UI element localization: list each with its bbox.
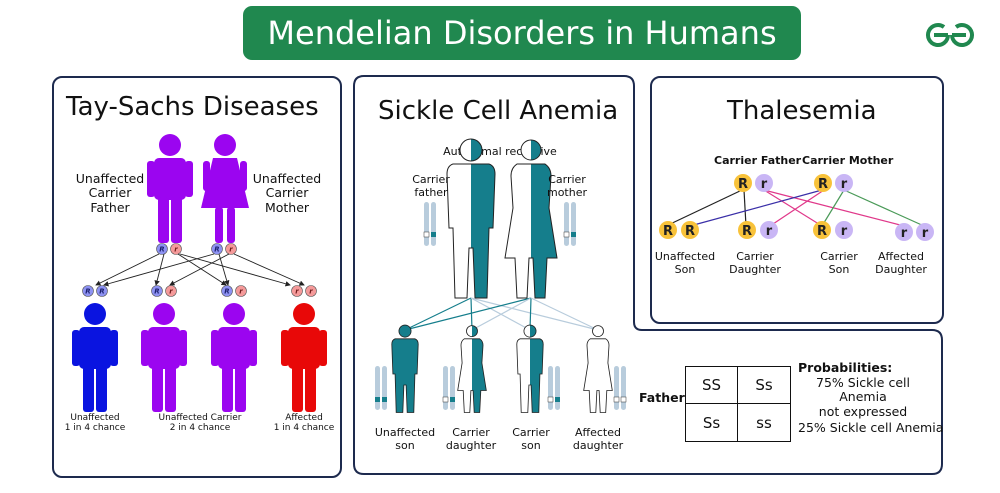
- svg-text:R: R: [738, 177, 748, 192]
- sickle-title: Sickle Cell Anemia: [378, 96, 619, 126]
- punnett-cell: ss: [756, 413, 772, 432]
- tay-sachs-title: Tay-Sachs Diseases: [66, 92, 319, 122]
- father-chromosome: [423, 202, 436, 246]
- svg-text:R: R: [214, 246, 219, 254]
- inheritance-lines: [95, 253, 305, 287]
- svg-text:R: R: [818, 177, 828, 192]
- child-chromosome: [613, 366, 627, 410]
- svg-text:r: r: [239, 288, 243, 296]
- mother-chromosome: [563, 202, 576, 246]
- svg-text:R: R: [224, 288, 229, 296]
- sickle-child-label: Affected daughter: [572, 426, 624, 452]
- child-chromosome: [547, 366, 560, 410]
- svg-text:r: r: [922, 226, 929, 241]
- sickle-child-label: Unaffected son: [374, 426, 436, 452]
- child-label-unaffected: Unaffected 1 in 4 chance: [64, 413, 126, 434]
- svg-text:r: r: [309, 288, 313, 296]
- punnett-cell: Ss: [686, 404, 738, 441]
- punnett-cell: SS: [686, 367, 738, 404]
- thalesemia-father-label: Carrier Father: [714, 154, 802, 167]
- sickle-inheritance-lines: [404, 297, 599, 331]
- sickle-child-label: Carrier daughter: [445, 426, 497, 452]
- probability-2: 25% Sickle cell Anemia: [798, 420, 944, 435]
- svg-text:R: R: [663, 224, 673, 239]
- svg-text:r: r: [761, 177, 768, 192]
- sickle-father-label: Carrier father: [412, 173, 450, 199]
- punnett-cell: Ss: [738, 367, 790, 404]
- child-alleles: R R R r R r r r: [82, 285, 317, 297]
- mother-alleles: R r: [211, 243, 237, 255]
- svg-text:r: r: [229, 246, 233, 254]
- thalesemia-title: Thalesemia: [727, 96, 877, 126]
- father-label: Unaffected Carrier Father: [75, 171, 145, 215]
- svg-text:r: r: [841, 224, 848, 239]
- sickle-mother-label: Carrier mother: [546, 173, 588, 199]
- thalesemia-child-label: Carrier Daughter: [729, 250, 781, 276]
- thalesemia-child-label: Affected Daughter: [875, 250, 927, 276]
- svg-text:R: R: [742, 224, 752, 239]
- svg-text:r: r: [901, 226, 908, 241]
- child-label-carrier: Unaffected Carrier 2 in 4 chance: [158, 413, 242, 434]
- sickle-child-label: Carrier son: [512, 426, 550, 452]
- thalesemia-child-label: Unaffected Son: [654, 250, 716, 276]
- father-alleles: R r: [156, 243, 182, 255]
- probability-1: 75% Sickle cell Anemia not expressed: [816, 375, 910, 419]
- thalesemia-alleles: R r R r R R R r R r r r: [659, 174, 934, 241]
- punnett-square: SS Ss Ss ss: [685, 366, 791, 442]
- thalesemia-mother-label: Carrier Mother: [802, 154, 894, 167]
- svg-text:r: r: [295, 288, 299, 296]
- svg-text:R: R: [85, 288, 90, 296]
- svg-text:r: r: [174, 246, 178, 254]
- svg-text:R: R: [154, 288, 159, 296]
- probabilities-title: Probabilities:: [798, 360, 893, 375]
- child-chromosome: [375, 366, 387, 410]
- thalesemia-lines: [665, 189, 925, 227]
- svg-text:R: R: [817, 224, 827, 239]
- svg-text:r: r: [841, 177, 848, 192]
- thalesemia-panel: [650, 76, 944, 324]
- svg-text:R: R: [685, 224, 695, 239]
- page-title: Mendelian Disorders in Humans: [243, 6, 801, 60]
- geeksforgeeks-logo: [926, 23, 974, 47]
- thalesemia-child-label: Carrier Son: [820, 250, 858, 276]
- svg-text:r: r: [766, 224, 773, 239]
- svg-text:r: r: [169, 288, 173, 296]
- punnett-father-label: Father: [639, 390, 685, 405]
- mother-label: Unaffected Carrier Mother: [252, 171, 322, 215]
- svg-text:R: R: [99, 288, 104, 296]
- child-label-affected: Affected 1 in 4 chance: [273, 413, 335, 434]
- child-chromosome: [442, 366, 455, 410]
- svg-text:R: R: [159, 246, 164, 254]
